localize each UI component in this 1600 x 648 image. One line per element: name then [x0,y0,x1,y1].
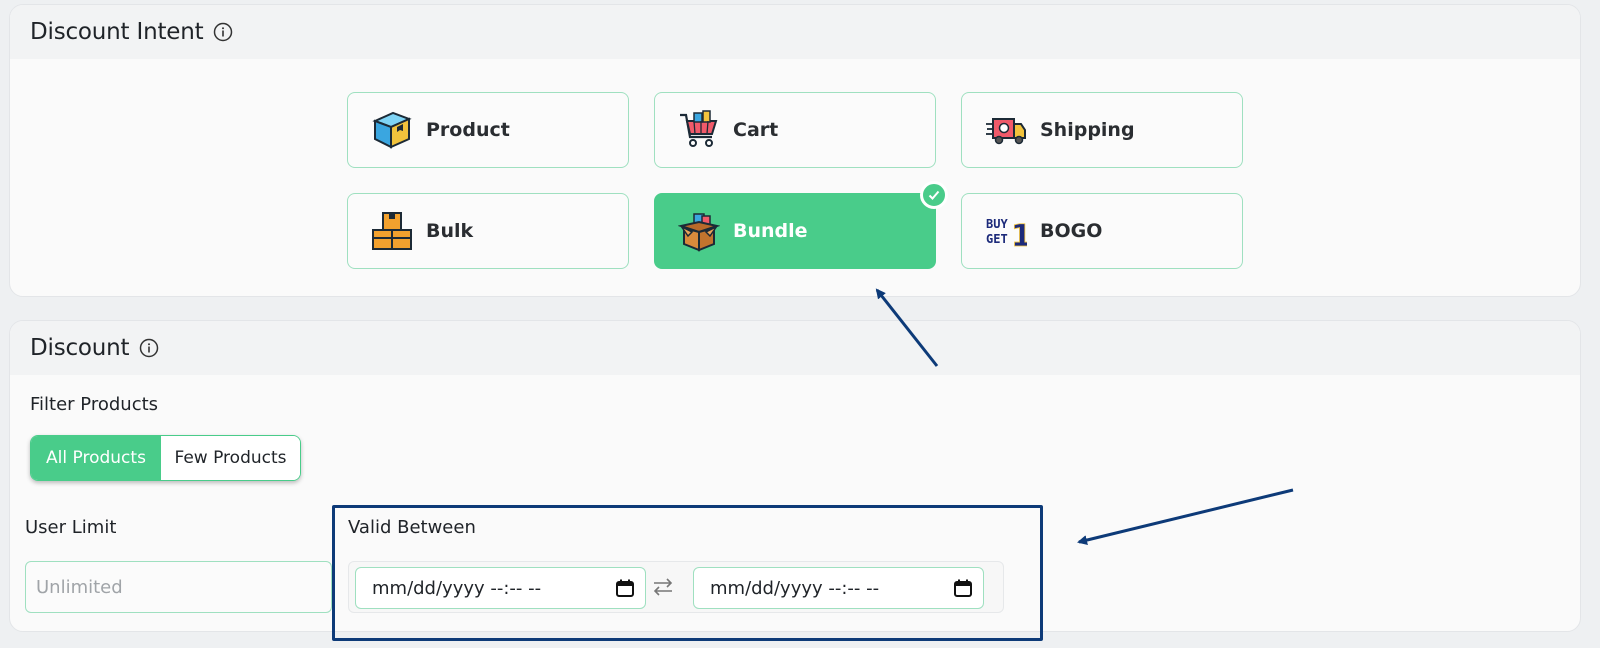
end-date-input[interactable]: mm/dd/yyyy --:-- -- [693,567,984,609]
intent-tile-bogo[interactable]: BUY GET 1 BOGO [961,193,1243,269]
start-date-input[interactable]: mm/dd/yyyy --:-- -- [355,567,646,609]
intent-tile-label: Bulk [426,220,474,242]
start-date-value: mm/dd/yyyy --:-- -- [372,577,542,599]
selected-check-icon [920,181,948,209]
stacked-boxes-icon [370,209,414,253]
intent-tile-product[interactable]: Product [347,92,629,168]
all-products-button[interactable]: All Products [31,436,161,480]
svg-text:GET: GET [986,232,1008,246]
discount-title: Discount [30,335,130,361]
intent-tile-label: Product [426,119,510,141]
intent-tile-bundle[interactable]: Bundle [654,181,948,269]
svg-text:BUY: BUY [986,217,1008,231]
intent-tile-label: Cart [733,119,779,141]
info-icon[interactable] [139,338,159,358]
discount-panel: Discount Filter Products All Products Fe… [9,320,1581,632]
buy1-get1-icon: BUY GET 1 [984,209,1028,253]
intent-tile-label: Bundle [733,220,808,242]
intent-tile-shipping[interactable]: Shipping [961,92,1243,168]
open-box-bundle-icon [677,209,721,253]
calendar-icon[interactable] [615,578,635,603]
user-limit-input[interactable] [25,561,332,613]
intent-tile-label: Shipping [1040,119,1135,141]
intent-tile-cart[interactable]: Cart [654,92,936,168]
discount-header: Discount [10,321,1580,375]
shopping-cart-icon [677,108,721,152]
few-products-button[interactable]: Few Products [161,436,300,480]
date-range-picker: mm/dd/yyyy --:-- -- mm/dd/yyyy --:-- -- [348,561,1004,613]
info-icon[interactable] [213,22,233,42]
valid-between-label: Valid Between [348,517,476,538]
user-limit-label: User Limit [25,517,117,538]
discount-intent-header: Discount Intent [10,5,1580,59]
intent-tile-label: BOGO [1040,220,1103,242]
filter-products-label: Filter Products [30,394,159,415]
intent-tile-bulk[interactable]: Bulk [347,193,629,269]
swap-arrows-icon [651,576,675,603]
discount-intent-title: Discount Intent [30,19,204,45]
filter-products-toggle: All Products Few Products [30,435,301,481]
discount-intent-panel: Discount Intent Product [9,4,1581,297]
product-box-icon [370,108,414,152]
delivery-truck-icon [984,108,1028,152]
svg-text:1: 1 [1011,219,1027,252]
calendar-icon[interactable] [953,578,973,603]
end-date-value: mm/dd/yyyy --:-- -- [710,577,880,599]
